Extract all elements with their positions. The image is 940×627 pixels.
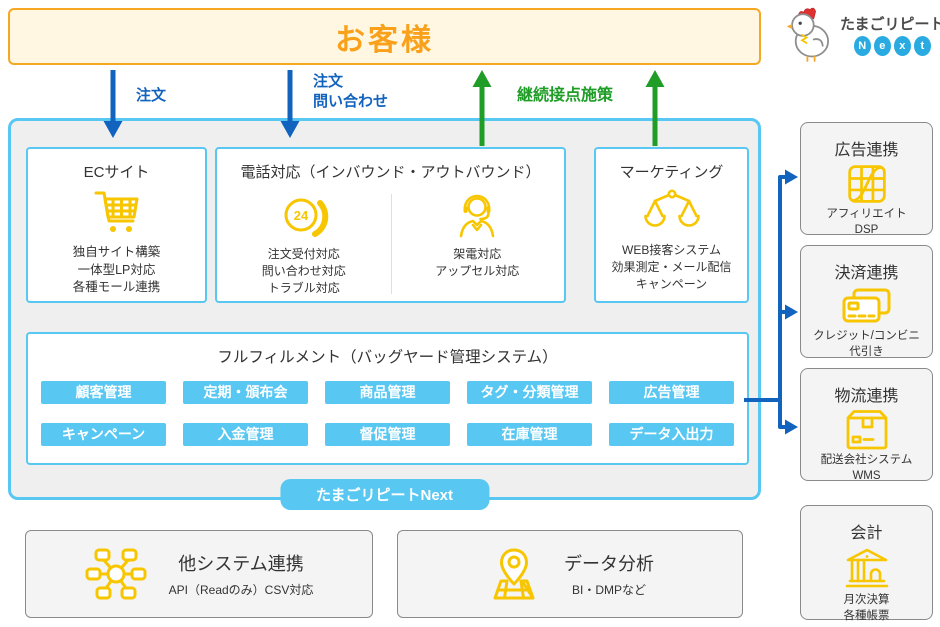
ec-site-box: ECサイト 独自サイト構築 一体型LP対応 各種モール連携 [26, 147, 207, 303]
module-customer-mgmt: 顧客管理 [41, 381, 166, 404]
data-analysis-title: データ分析 [564, 554, 654, 574]
logo-egg-letter: x [893, 35, 911, 56]
fulfillment-box: フルフィルメント（バッグヤード管理システム） 顧客管理 定期・頒布会 商品管理 … [26, 332, 749, 465]
order-flow-label: 注文 [136, 87, 167, 104]
ad-grid-icon [846, 163, 888, 205]
accounting-title: 会計 [850, 525, 883, 542]
marketing-desc: WEB接客システム 効果測定・メール配信 キャンペーン [611, 243, 732, 291]
logistics-integration-box: 物流連携 配送会社システム WMS [800, 368, 933, 482]
logo-wordmark: たまごリピート [840, 15, 940, 33]
logo-next-badge: N e x t [853, 35, 931, 56]
ec-site-title: ECサイト [83, 164, 150, 181]
vertical-divider [390, 194, 392, 294]
outbound-desc: 架電対応 アップセル対応 [435, 247, 520, 278]
module-payment-mgmt: 入金管理 [183, 423, 308, 446]
headset-agent-icon [452, 192, 502, 240]
platform-badge: たまごリピートNext [279, 479, 490, 510]
phone-support-title: 電話対応（インバウンド・アウトバウンド） [240, 164, 541, 181]
phone-24-icon: 24 [279, 192, 329, 240]
inbound-desc: 注文受付対応 問い合わせ対応 トラブル対応 [261, 247, 346, 295]
module-inventory-mgmt: 在庫管理 [467, 423, 592, 446]
inbound-column: 24 注文受付対応 問い合わせ対応 トラブル対応 [217, 186, 391, 296]
external-systems-title: 他システム連携 [178, 554, 304, 574]
chicken-icon [784, 5, 838, 63]
brand-logo: たまごリピート N e x t [784, 5, 940, 63]
module-dunning-mgmt: 督促管理 [325, 423, 450, 446]
accounting-desc: 月次決算 各種帳票 [843, 594, 890, 622]
network-hub-icon [85, 546, 147, 602]
customer-banner-label: お客様 [335, 23, 434, 57]
ad-integration-box: 広告連携 アフィリエイト DSP [800, 122, 933, 236]
fulfillment-title: フルフィルメント（バッグヤード管理システム） [217, 349, 558, 366]
fulfillment-modules: 顧客管理 定期・頒布会 商品管理 タグ・分類管理 広告管理 キャンペーン 入金管… [28, 381, 747, 446]
module-subscription: 定期・頒布会 [183, 381, 308, 404]
svg-text:24: 24 [294, 208, 309, 223]
logo-egg-letter: e [873, 35, 891, 56]
logo-egg-letter: N [853, 35, 871, 56]
map-pin-icon [486, 546, 542, 602]
external-systems-desc: API（Readのみ）CSV対応 [168, 583, 314, 597]
payment-integration-title: 決済連携 [834, 265, 899, 282]
module-ad-mgmt: 広告管理 [609, 381, 734, 404]
module-product-mgmt: 商品管理 [325, 381, 450, 404]
logo-egg-letter: t [913, 35, 931, 56]
logistics-integration-desc: 配送会社システム WMS [820, 454, 913, 482]
ec-site-desc: 独自サイト構築 一体型LP対応 各種モール連携 [72, 245, 161, 294]
credit-cards-icon [841, 287, 893, 327]
scales-icon [643, 188, 701, 234]
data-analysis-desc: BI・DMPなど [571, 583, 646, 597]
retention-flow-label: 継続接点施策 [517, 87, 614, 104]
module-campaign: キャンペーン [41, 423, 166, 446]
module-data-io: データ入出力 [609, 423, 734, 446]
package-icon [844, 409, 890, 451]
payment-integration-desc: クレジット/コンビニ 代引き [813, 330, 920, 358]
external-systems-box: 他システム連携 API（Readのみ）CSV対応 [25, 530, 373, 618]
phone-support-box: 電話対応（インバウンド・アウトバウンド） 24 注文受付対応 問い合わせ対応 ト… [215, 147, 566, 303]
logistics-integration-title: 物流連携 [834, 388, 899, 405]
cart-icon [91, 188, 143, 236]
ad-integration-desc: アフィリエイト DSP [826, 208, 907, 236]
integration-connector-arrowheads [785, 169, 798, 435]
order-inquiry-flow-label: 注文 問い合わせ [313, 73, 389, 110]
module-tag-category-mgmt: タグ・分類管理 [467, 381, 592, 404]
bank-icon [844, 547, 890, 591]
customer-banner: お客様 [8, 8, 761, 65]
accounting-box: 会計 月次決算 各種帳票 [800, 505, 933, 622]
payment-integration-box: 決済連携 クレジット/コンビニ 代引き [800, 245, 933, 358]
ad-integration-title: 広告連携 [834, 142, 899, 159]
platform-container: ECサイト 独自サイト構築 一体型LP対応 各種モール連携 電話対応（インバウン… [8, 118, 761, 510]
marketing-box: マーケティング WEB接客システム 効果測定・メール配信 キャンペーン [594, 147, 749, 303]
marketing-title: マーケティング [619, 164, 724, 181]
outbound-column: 架電対応 アップセル対応 [391, 186, 565, 296]
data-analysis-box: データ分析 BI・DMPなど [397, 530, 743, 618]
